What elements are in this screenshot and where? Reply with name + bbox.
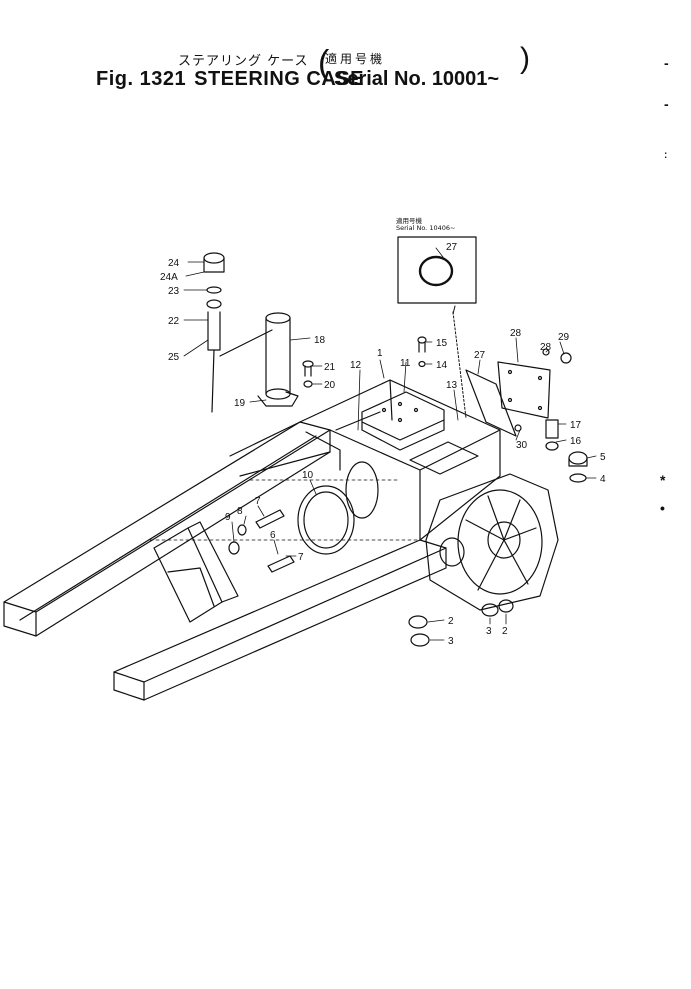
- part-label: 25: [168, 352, 180, 363]
- part-label: 12: [350, 360, 362, 371]
- part-label: 24A: [160, 272, 178, 283]
- part-label: 19: [234, 398, 246, 409]
- o-ring-27: [418, 255, 454, 287]
- close-paren: ): [520, 42, 530, 75]
- plate-28: [497, 361, 551, 419]
- plate-27: [465, 369, 517, 437]
- top-cover-11: [361, 391, 445, 451]
- leader-line: [435, 247, 444, 258]
- part-label: 29: [558, 332, 570, 343]
- margin-mark: -: [664, 55, 669, 71]
- serial-range: Serial No. 10001~: [334, 68, 500, 90]
- right-frame-rail: [113, 539, 447, 701]
- leader-line: [452, 311, 467, 419]
- part-label: 1: [377, 348, 383, 359]
- inset-box: [397, 236, 477, 315]
- part-label: 24: [168, 258, 180, 269]
- part-label: 27: [446, 242, 458, 253]
- part-label: 23: [168, 286, 180, 297]
- part-label: 4: [600, 474, 606, 485]
- part-label: 17: [570, 420, 582, 431]
- part-label: 22: [168, 316, 180, 327]
- dipstick-assembly: [203, 252, 273, 413]
- part-label: 6: [270, 530, 276, 541]
- japanese-applicable: 適用号機: [325, 52, 386, 66]
- part-label: 27: [474, 350, 486, 361]
- port-10: [297, 461, 379, 555]
- figure-number: Fig. 1321: [96, 68, 187, 90]
- part-label: 2: [502, 626, 508, 637]
- margin-mark: •: [660, 500, 665, 516]
- part-label: 8: [237, 506, 243, 517]
- figure-title: Fig. 1321 STEERING CASE: [96, 68, 364, 91]
- leader-lines: [183, 261, 597, 641]
- part-label: 11: [400, 358, 411, 369]
- part-label: 9: [225, 512, 231, 523]
- margin-mark: *: [660, 472, 666, 488]
- part-label: 21: [324, 362, 336, 373]
- part-label: 5: [600, 452, 606, 463]
- cross-member: [153, 521, 239, 623]
- japanese-title: ステアリング ケース: [178, 54, 309, 69]
- part-labels: 24 24A 23 22 25 18 19 21 20 15 14 1 11 1…: [160, 242, 606, 647]
- part-label: 10: [302, 470, 314, 481]
- steering-case-body: [149, 379, 501, 541]
- part-label: 28: [510, 328, 522, 339]
- final-drive-housing: [425, 473, 559, 611]
- figure-name: STEERING CASE: [194, 68, 364, 90]
- part-label: 13: [446, 380, 458, 391]
- margin-mark: :: [664, 150, 668, 161]
- part-label: 18: [314, 335, 326, 346]
- inset-frame: [397, 236, 477, 304]
- figure-header: ステアリング ケース ( 適用号機 Fig. 1321 STEERING CASE…: [0, 0, 691, 110]
- part-label: 28: [540, 342, 552, 353]
- part-label: 7: [298, 552, 304, 563]
- inset-japanese: 適用号機: [396, 217, 422, 225]
- part-label: 2: [448, 616, 454, 627]
- inset-caption: 適用号機 Serial No. 10406~: [396, 218, 455, 232]
- part-label: 3: [486, 626, 492, 637]
- filter-18: [257, 312, 299, 407]
- margin-mark: -: [664, 96, 669, 112]
- part-label: 3: [448, 636, 454, 647]
- part-label: 15: [436, 338, 448, 349]
- part-label: 14: [436, 360, 448, 371]
- part-label: 30: [516, 440, 528, 451]
- part-label: 20: [324, 380, 336, 391]
- part-label: 16: [570, 436, 582, 447]
- inset-serial: Serial No. 10406~: [396, 224, 456, 232]
- open-paren: (: [318, 44, 330, 82]
- part-label: 7: [255, 496, 261, 507]
- left-frame-rail: [3, 421, 331, 637]
